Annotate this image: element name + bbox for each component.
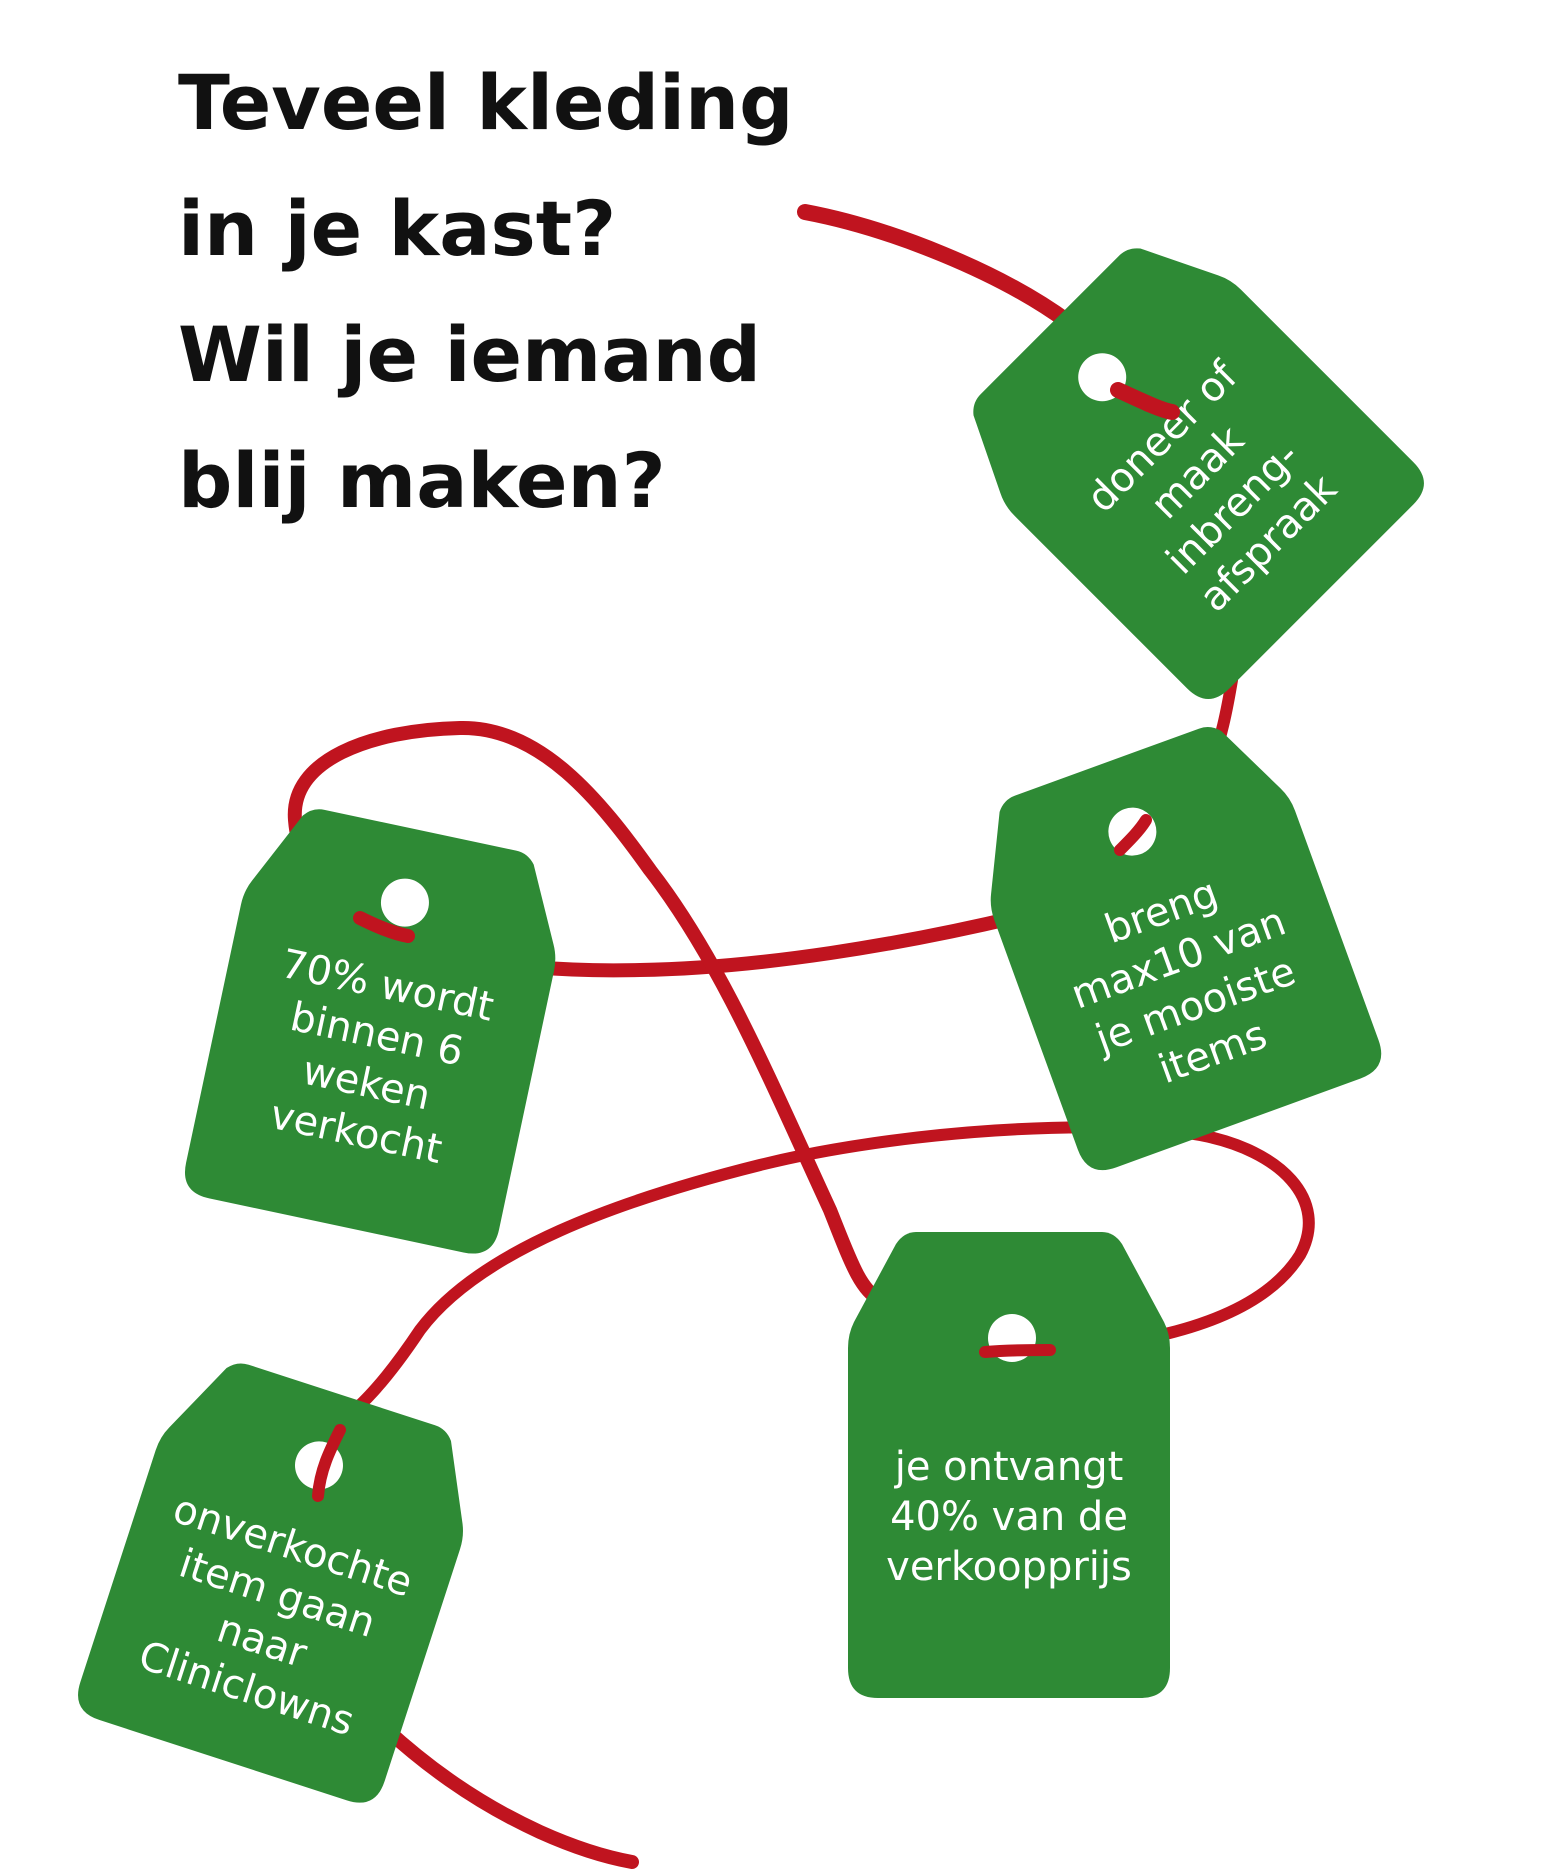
headline-line: blij maken? — [178, 436, 666, 525]
headline-line: Teveel kleding — [178, 58, 794, 147]
headline-line: Wil je iemand — [178, 310, 762, 399]
headline-line: in je kast? — [178, 184, 617, 273]
string-segment-return — [334, 1121, 1315, 1426]
tag-text: je ontvangt 40% van de verkoopprijs — [886, 1444, 1132, 1590]
tag-payout: je ontvangt 40% van de verkoopprijs — [848, 1222, 1170, 1698]
string-segment-tail — [378, 1721, 639, 1869]
string-segment-loop — [287, 720, 887, 1307]
headline: Teveel kleding in je kast? Wil je iemand… — [178, 40, 878, 544]
